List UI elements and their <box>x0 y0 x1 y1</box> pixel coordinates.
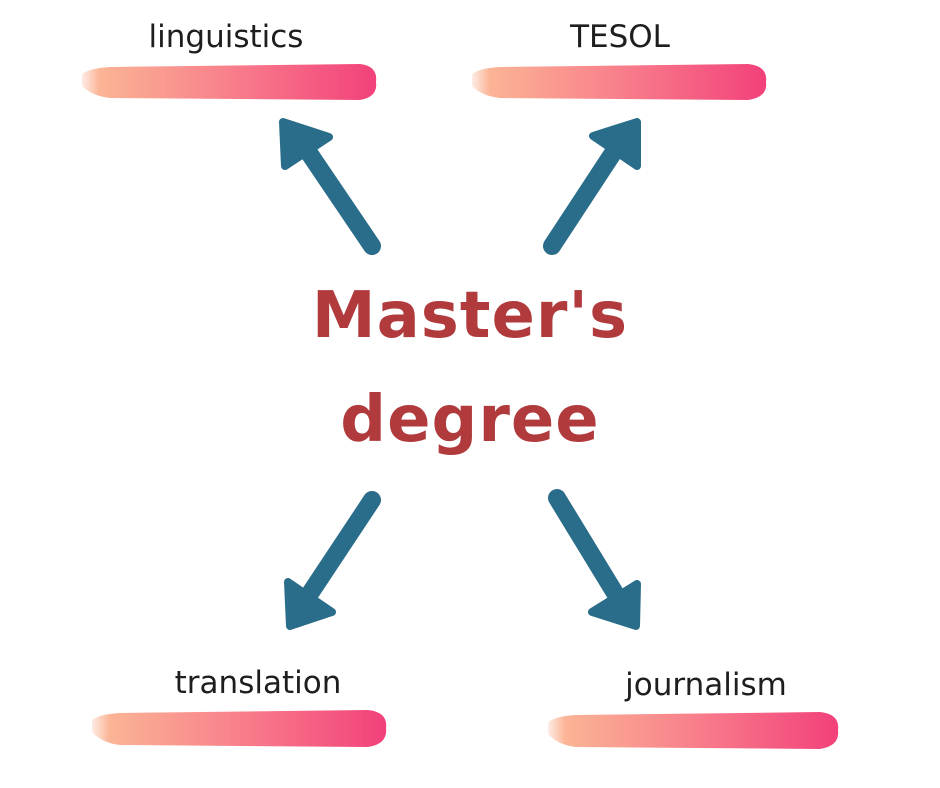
node-label-journalism: journalism <box>625 667 787 703</box>
underline-journalism <box>548 712 839 749</box>
arrow-to-linguistics-icon <box>279 118 381 255</box>
center-title-line2: degree <box>340 383 600 457</box>
node-label-linguistics: linguistics <box>148 19 304 55</box>
arrow-to-journalism-icon <box>548 489 641 630</box>
node-label-tesol: TESOL <box>570 19 670 55</box>
node-label-translation: translation <box>174 665 342 701</box>
center-title-line1: Master's <box>311 279 629 353</box>
arrow-to-tesol-icon <box>543 118 641 255</box>
arrow-to-translation-icon <box>284 491 381 630</box>
underline-translation <box>92 710 387 747</box>
underline-tesol <box>472 64 767 100</box>
underline-linguistics <box>82 64 377 100</box>
